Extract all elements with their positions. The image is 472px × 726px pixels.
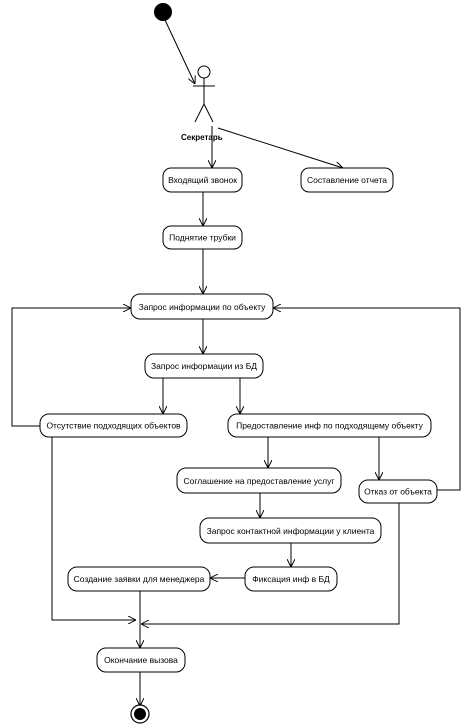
node-make-report-label: Составление отчета	[307, 175, 387, 185]
node-create-manager-request-label: Создание заявки для менеджера	[74, 574, 205, 584]
node-provide-matching-info: Предоставление инф по подходящему объект…	[227, 413, 432, 438]
node-no-matching-objects-label: Отсутствие подходящих объектов	[46, 421, 181, 431]
node-record-in-db-label: Фиксация инф в БД	[252, 574, 330, 584]
node-end-call-label: Окончание вызова	[104, 655, 178, 665]
node-object-refusal: Отказ от объекта	[358, 479, 438, 504]
node-request-db-info: Запрос информации из БД	[144, 353, 264, 379]
node-request-object-info-label: Запрос информации по объекту	[139, 302, 267, 312]
edge-actor-to-report	[217, 127, 343, 168]
node-no-matching-objects: Отсутствие подходящих объектов	[39, 413, 188, 438]
node-pick-up-phone-label: Поднятие трубки	[169, 233, 236, 243]
edge-no-match-to-end	[51, 437, 136, 620]
node-request-db-info-label: Запрос информации из БД	[151, 361, 257, 371]
node-make-report: Составление отчета	[300, 167, 394, 193]
node-provide-matching-info-label: Предоставление инф по подходящему объект…	[236, 421, 424, 431]
node-request-client-contact-label: Запрос контактной информации у клиента	[207, 526, 375, 536]
node-request-client-contact: Запрос контактной информации у клиента	[199, 517, 382, 544]
node-service-agreement-label: Соглашение на предоставление услуг	[184, 476, 335, 486]
node-service-agreement: Соглашение на предоставление услуг	[176, 467, 342, 494]
actor-label: Секретарь	[181, 133, 223, 142]
node-pick-up-phone: Поднятие трубки	[162, 225, 243, 250]
node-object-refusal-label: Отказ от объекта	[364, 487, 432, 497]
start-node	[154, 3, 172, 21]
actor-right-leg	[203, 103, 214, 123]
actor-head	[197, 65, 211, 79]
edge-refusal-to-end	[141, 503, 400, 624]
node-incoming-call: Входящий звонок	[162, 167, 243, 193]
node-record-in-db: Фиксация инф в БД	[244, 566, 338, 592]
node-create-manager-request: Создание заявки для менеджера	[67, 566, 211, 592]
node-end-call: Окончание вызова	[96, 647, 186, 673]
node-request-object-info: Запрос информации по объекту	[130, 293, 274, 320]
edge-no-match-loop-back	[11, 308, 131, 427]
edge-start-to-actor	[164, 19, 195, 84]
actor-left-leg	[194, 103, 205, 123]
edge-refusal-loop-back	[273, 308, 461, 491]
secretary-actor: Секретарь	[181, 65, 223, 142]
node-incoming-call-label: Входящий звонок	[168, 175, 237, 185]
final-node	[130, 704, 150, 724]
